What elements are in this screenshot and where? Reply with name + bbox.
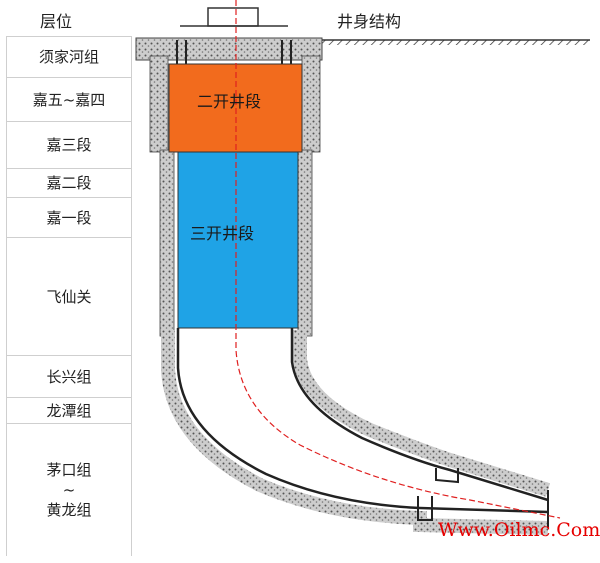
layer-row-jia3: 嘉三段 [7, 121, 131, 168]
second-section-label: 二开井段 [197, 92, 262, 111]
well-centerline [235, 0, 561, 519]
layer-column-header: 层位 [40, 12, 73, 31]
ground-surface [300, 39, 590, 45]
stratigraphy-table: 须家河组 嘉五~嘉四 嘉三段 嘉二段 嘉一段 飞仙关 长兴组 龙潭组 茅口组 ~… [6, 36, 132, 556]
layer-row-feixianguan: 飞仙关 [7, 237, 131, 355]
lateral-wellbore [161, 328, 551, 535]
layer-row-jia1: 嘉一段 [7, 197, 131, 237]
well-structure-header: 井身结构 [337, 12, 402, 31]
third-section-label: 三开井段 [190, 224, 255, 243]
layer-row-jia5-jia4: 嘉五~嘉四 [7, 77, 131, 121]
conductor-cement [135, 37, 323, 61]
layer-row-maokou-huanglong: 茅口组 ~ 黄龙组 [7, 423, 131, 556]
layer-row-changxing: 长兴组 [7, 355, 131, 397]
lower-cement-sheath [159, 149, 313, 337]
third-section-block [177, 151, 299, 329]
surface-casing-strings [176, 40, 292, 64]
layer-row-jia2: 嘉二段 [7, 168, 131, 197]
watermark: Www.Oilmc.Com [438, 519, 600, 541]
layer-row-xujiahe: 须家河组 [7, 36, 131, 77]
wellhead [180, 7, 288, 27]
upper-cement-sheath [149, 55, 321, 153]
layer-row-longtan: 龙潭组 [7, 397, 131, 423]
